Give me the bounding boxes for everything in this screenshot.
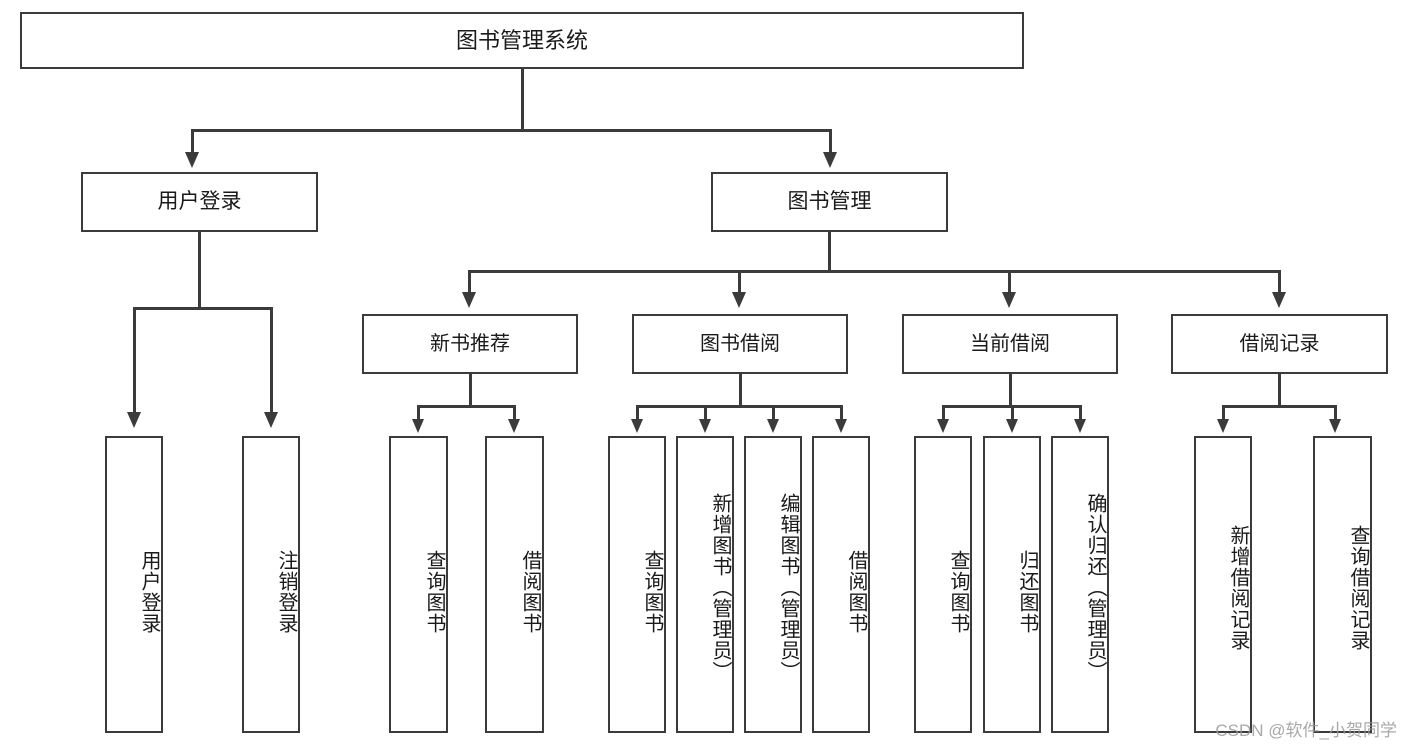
arrow-icon-to-current-borrow	[1002, 292, 1016, 308]
connector-book-manage-drop-3	[1008, 270, 1011, 294]
node-label: 图书管理	[787, 189, 872, 213]
node-label: 借阅记录	[1239, 332, 1320, 355]
node-label: 查询借阅记录	[1347, 524, 1369, 651]
node-label: 用户登录	[157, 189, 242, 213]
arrow-icon-book-borrow-leaf-1	[631, 419, 643, 433]
leaf-new-book-search[interactable]: 查询图书	[389, 436, 448, 733]
node-label: 借阅图书	[519, 549, 541, 634]
arrow-icon-current-borrow-leaf-3	[1074, 419, 1086, 433]
leaf-new-book-borrow[interactable]: 借阅图书	[485, 436, 544, 733]
connector-root-drop-2	[829, 129, 832, 154]
node-label: 当前借阅	[970, 332, 1050, 355]
connector-borrow-record-bus	[1222, 405, 1336, 408]
connector-book-manage-drop-2	[738, 270, 741, 294]
node-label: 查询图书	[423, 549, 445, 634]
arrow-icon-borrow-record-leaf-2	[1329, 419, 1341, 433]
node-current-borrow[interactable]: 当前借阅	[902, 314, 1118, 374]
arrow-icon-new-book-leaf-1	[412, 419, 424, 433]
connector-root-bus	[191, 129, 832, 132]
arrow-icon-borrow-record-leaf-1	[1217, 419, 1229, 433]
connector-book-manage-drop-4	[1278, 270, 1281, 294]
node-label: 查询图书	[947, 549, 969, 634]
arrow-icon-root-to-book-manage	[823, 152, 837, 168]
node-label: 图书管理系统	[455, 27, 588, 53]
connector-user-login-bus	[133, 307, 272, 310]
leaf-user-login[interactable]: 用户登录	[105, 436, 163, 733]
connector-book-borrow-bus	[636, 405, 843, 408]
connector-book-manage-drop-1	[468, 270, 471, 294]
arrow-icon-root-to-user-login	[185, 152, 199, 168]
arrow-icon-current-borrow-leaf-2	[1006, 419, 1018, 433]
connector-current-borrow-drop-3	[1079, 405, 1082, 421]
connector-new-book-stem	[469, 374, 472, 407]
leaf-current-search-book[interactable]: 查询图书	[914, 436, 972, 733]
connector-book-borrow-drop-4	[840, 405, 843, 421]
arrow-icon-book-borrow-leaf-2	[699, 419, 711, 433]
connector-user-login-drop-1	[133, 307, 136, 414]
arrow-icon-to-book-borrow	[732, 292, 746, 308]
connector-user-login-stem	[198, 232, 201, 309]
connector-current-borrow-drop-1	[942, 405, 945, 421]
node-root-system[interactable]: 图书管理系统	[20, 12, 1024, 69]
arrow-icon-to-borrow-record	[1272, 292, 1286, 308]
node-label: 编辑图书（管理员）	[777, 493, 799, 682]
leaf-return-book[interactable]: 归还图书	[983, 436, 1041, 733]
connector-book-borrow-drop-3	[772, 405, 775, 421]
connector-new-book-drop-2	[513, 405, 516, 421]
connector-book-manage-stem	[828, 232, 831, 272]
node-label: 新书推荐	[430, 332, 510, 355]
arrow-icon-current-borrow-leaf-1	[937, 419, 949, 433]
connector-user-login-drop-2	[270, 307, 273, 414]
arrow-icon-user-login-leaf-1	[127, 412, 141, 428]
node-label: 归还图书	[1016, 549, 1038, 634]
node-book-management[interactable]: 图书管理	[711, 172, 948, 232]
connector-root-stem	[521, 69, 524, 129]
node-label: 注销登录	[275, 549, 297, 634]
leaf-search-borrow-record[interactable]: 查询借阅记录	[1313, 436, 1372, 733]
leaf-add-borrow-record[interactable]: 新增借阅记录	[1194, 436, 1252, 733]
connector-book-borrow-stem	[739, 374, 742, 407]
node-label: 用户登录	[138, 549, 160, 634]
connector-book-borrow-drop-1	[636, 405, 639, 421]
arrow-icon-book-borrow-leaf-3	[767, 419, 779, 433]
connector-new-book-bus	[417, 405, 516, 408]
leaf-confirm-return-admin[interactable]: 确认归还（管理员）	[1051, 436, 1109, 733]
leaf-borrow-search-book[interactable]: 查询图书	[608, 436, 666, 733]
leaf-add-book-admin[interactable]: 新增图书（管理员）	[676, 436, 734, 733]
node-book-borrow[interactable]: 图书借阅	[632, 314, 848, 374]
connector-root-drop-1	[191, 129, 194, 154]
node-label: 新增借阅记录	[1227, 524, 1249, 651]
connector-borrow-record-stem	[1278, 374, 1281, 407]
leaf-borrow-book[interactable]: 借阅图书	[812, 436, 870, 733]
arrow-icon-user-login-leaf-2	[264, 412, 278, 428]
node-new-book-recommend[interactable]: 新书推荐	[362, 314, 578, 374]
connector-current-borrow-stem	[1009, 374, 1012, 407]
node-label: 图书借阅	[700, 332, 780, 355]
node-user-login[interactable]: 用户登录	[81, 172, 318, 232]
connector-borrow-record-drop-2	[1334, 405, 1337, 421]
connector-new-book-drop-1	[417, 405, 420, 421]
leaf-edit-book-admin[interactable]: 编辑图书（管理员）	[744, 436, 802, 733]
connector-book-manage-bus	[468, 270, 1280, 273]
connector-borrow-record-drop-1	[1222, 405, 1225, 421]
leaf-user-logout[interactable]: 注销登录	[242, 436, 300, 733]
node-label: 新增图书（管理员）	[709, 493, 731, 682]
node-borrow-record[interactable]: 借阅记录	[1171, 314, 1388, 374]
arrow-icon-book-borrow-leaf-4	[835, 419, 847, 433]
node-label: 查询图书	[641, 549, 663, 634]
node-label: 确认归还（管理员）	[1084, 493, 1106, 682]
arrow-icon-new-book-leaf-2	[508, 419, 520, 433]
connector-book-borrow-drop-2	[704, 405, 707, 421]
node-label: 借阅图书	[845, 549, 867, 634]
arrow-icon-to-new-book-recommend	[462, 292, 476, 308]
connector-current-borrow-drop-2	[1011, 405, 1014, 421]
